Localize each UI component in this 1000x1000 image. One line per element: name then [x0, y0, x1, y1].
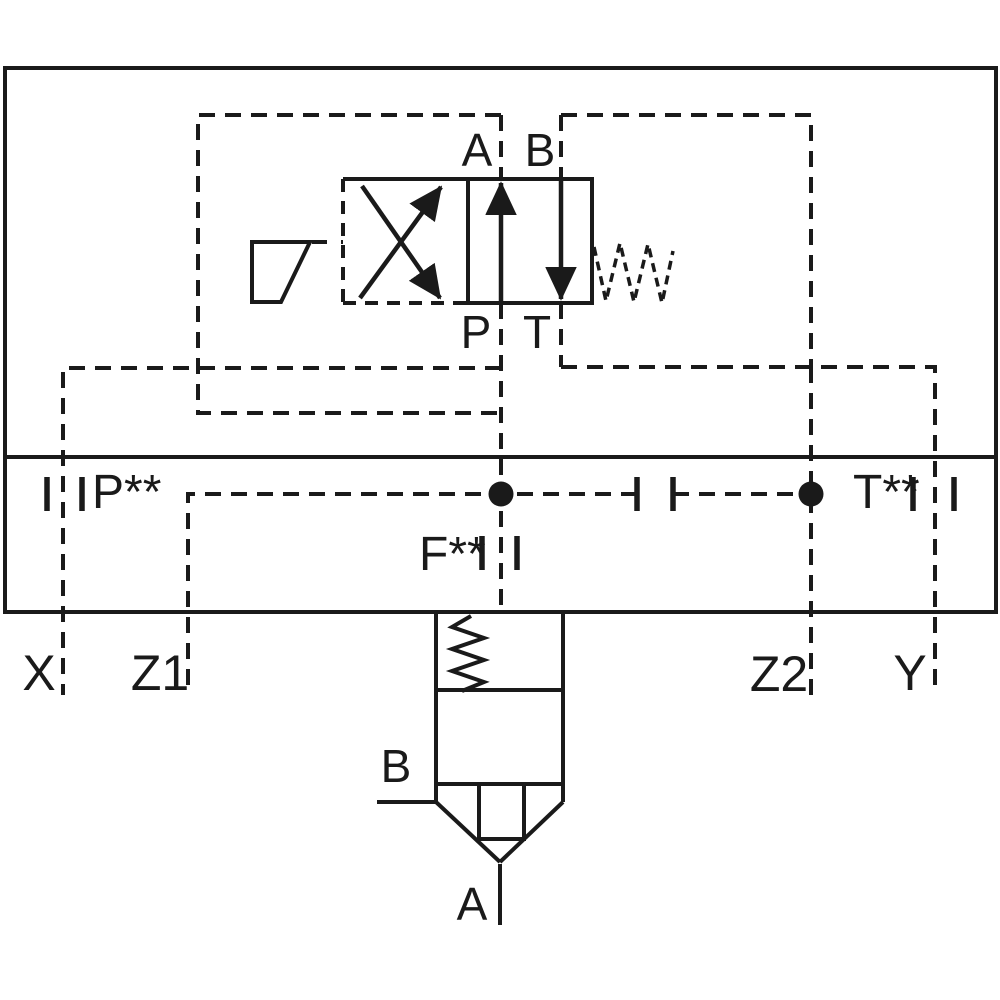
valve-return-spring-icon	[592, 242, 675, 304]
channel-z2-label: Z2	[750, 646, 808, 702]
channel-z1-label: Z1	[131, 645, 189, 701]
pilot-port-lines	[499, 115, 563, 612]
manifold-block	[3, 66, 998, 614]
pilot-port-t-label: T	[523, 306, 551, 358]
port-plug-marks	[44, 477, 957, 570]
channel-y-line	[561, 365, 937, 692]
crossed-flow-arrow-down	[360, 184, 442, 300]
solenoid-icon	[250, 240, 314, 304]
pilot-port-a-label: A	[462, 124, 493, 176]
cartridge-poppet-nose	[477, 784, 526, 841]
pilot-directional-valve	[250, 177, 675, 305]
channel-x-line	[61, 366, 501, 695]
cartridge-valve	[377, 613, 565, 925]
channel-x-label: X	[22, 645, 55, 701]
channel-y-label: Y	[893, 645, 926, 701]
cartridge-port-a-label: A	[457, 878, 488, 930]
manifold-port-f-label: F**	[419, 528, 486, 581]
cartridge-port-b-label: B	[381, 740, 412, 792]
channel-z1-line	[186, 492, 637, 695]
pilot-port-b-label: B	[525, 124, 556, 176]
junction-dot-f	[488, 481, 514, 507]
cartridge-poppet-left-slope	[434, 800, 502, 864]
labels: A B P T P** T** F** X Z1 Z2 Y B A	[22, 124, 926, 930]
manifold-block-outline	[3, 66, 998, 614]
manifold-port-p-label: P**	[92, 466, 161, 519]
junction-dot-t	[798, 481, 824, 507]
left-enclosure-outline	[196, 113, 501, 415]
right-enclosure-outline	[561, 113, 813, 367]
manifold-port-t-label: T**	[853, 466, 920, 519]
pilot-port-p-label: P	[461, 306, 492, 358]
pilot-channel-lines	[61, 365, 937, 695]
cartridge-spring-icon	[445, 614, 491, 693]
valve-enclosures	[196, 113, 813, 415]
valve-active-position-box	[466, 177, 594, 305]
junction-dots	[488, 481, 824, 507]
cartridge-poppet-right-slope	[498, 800, 565, 864]
